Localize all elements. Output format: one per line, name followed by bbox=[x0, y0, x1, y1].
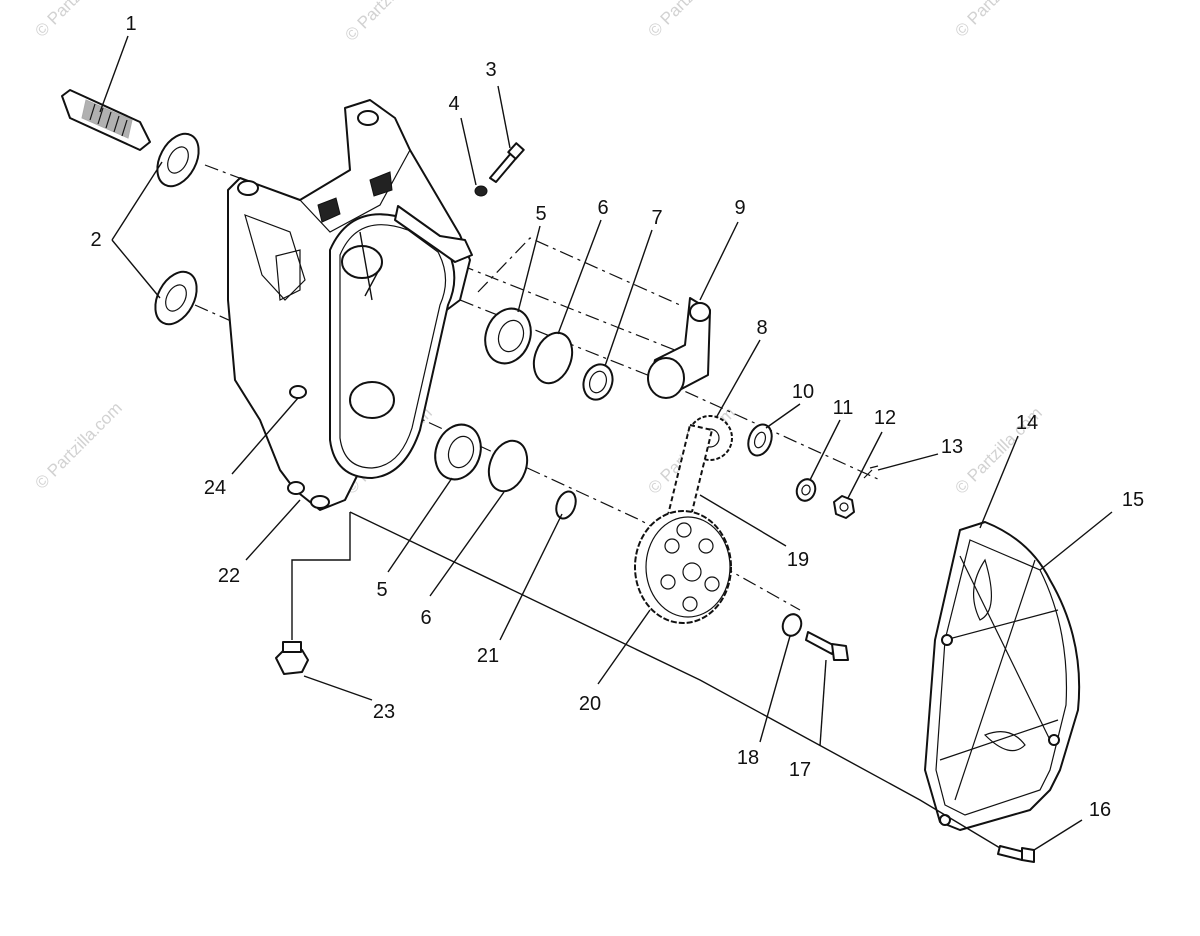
seal-ring-part bbox=[582, 363, 614, 401]
callout-16: 16 bbox=[1089, 799, 1111, 821]
callout-17: 17 bbox=[789, 759, 811, 781]
callout-23: 23 bbox=[373, 701, 395, 723]
callout-11: 11 bbox=[833, 397, 854, 419]
callout-4: 4 bbox=[448, 93, 459, 115]
lower-sprocket-part bbox=[634, 510, 732, 624]
callout-5-lower: 5 bbox=[376, 579, 387, 601]
callout-8: 8 bbox=[756, 317, 767, 339]
bolt-part bbox=[805, 631, 1035, 863]
snap-ring-part bbox=[487, 331, 574, 493]
callout-5: 5 bbox=[535, 203, 546, 225]
callout-12: 12 bbox=[874, 407, 896, 429]
callout-6-lower: 6 bbox=[420, 607, 431, 629]
bearing-part bbox=[434, 307, 532, 481]
nut-part bbox=[833, 465, 879, 519]
callout-1: 1 bbox=[125, 13, 136, 35]
leader-lines bbox=[99, 35, 1113, 851]
callout-3: 3 bbox=[485, 59, 496, 81]
callout-18: 18 bbox=[737, 747, 759, 769]
callout-labels: 1 2 3 4 5 6 7 9 8 10 11 12 13 14 15 16 1… bbox=[90, 13, 1144, 821]
watermark: © Partzilla.com bbox=[341, 0, 435, 45]
adjuster-bolt-part bbox=[394, 142, 525, 263]
washer-part bbox=[555, 423, 817, 637]
shaft-part bbox=[61, 89, 151, 151]
drain-plug-part bbox=[275, 641, 309, 675]
callout-19: 19 bbox=[787, 549, 809, 571]
callout-13: 13 bbox=[941, 436, 963, 458]
callout-24: 24 bbox=[204, 477, 226, 499]
callout-10: 10 bbox=[792, 381, 814, 403]
callout-6: 6 bbox=[597, 197, 608, 219]
callout-9: 9 bbox=[734, 197, 745, 219]
callout-20: 20 bbox=[579, 693, 601, 715]
seal-part bbox=[154, 132, 200, 326]
callout-2: 2 bbox=[90, 229, 101, 251]
tensioner-arm-part bbox=[647, 297, 711, 399]
gasket-part bbox=[329, 213, 456, 479]
callout-21: 21 bbox=[477, 645, 499, 667]
watermark: © Partzilla.com bbox=[951, 0, 1045, 41]
chaincase-cover-part bbox=[924, 521, 1081, 831]
callout-7: 7 bbox=[651, 207, 662, 229]
callout-14: 14 bbox=[1016, 412, 1038, 434]
watermark: © Partzilla.com bbox=[644, 0, 738, 41]
watermark: © Partzilla.com bbox=[31, 0, 125, 41]
watermark: © Partzilla.com bbox=[31, 398, 125, 492]
callout-22: 22 bbox=[218, 565, 240, 587]
callout-15: 15 bbox=[1122, 489, 1144, 511]
